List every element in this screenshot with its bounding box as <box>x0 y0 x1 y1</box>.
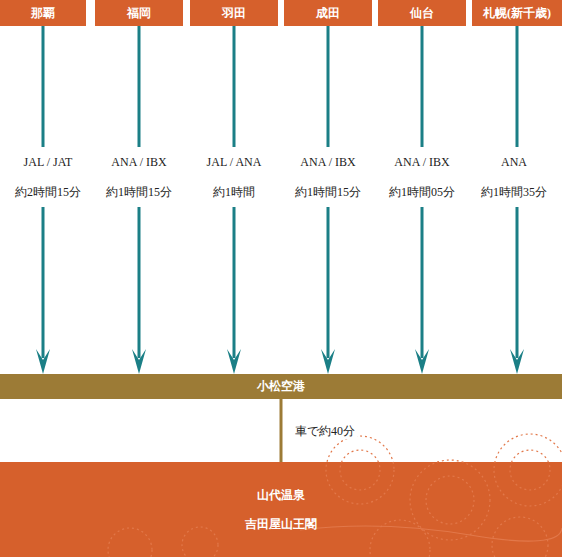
arrow-head <box>510 349 524 374</box>
edge-label: ANA / IBX 約1時間15分 <box>93 147 185 207</box>
arrow-head <box>321 349 335 374</box>
node-text: 羽田 <box>222 5 246 22</box>
node-text: 吉田屋山王閣 <box>245 516 317 533</box>
node-text: 成田 <box>316 5 340 22</box>
edge-label: ANA / IBX 約1時間15分 <box>282 147 374 207</box>
node-text: 那覇 <box>31 5 55 22</box>
arrow-head <box>227 349 241 374</box>
origin-tab: 成田 <box>284 0 372 26</box>
origin-tab: 札幌(新千歳) <box>472 0 562 26</box>
origin-tab: 仙台 <box>378 0 466 26</box>
hotel-panel-ground <box>0 462 562 557</box>
hotel-panel: 山代温泉吉田屋山王閣 <box>0 462 562 557</box>
node-text: 小松空港 <box>257 378 305 395</box>
connector <box>281 399 282 462</box>
node-text: 山代温泉 <box>257 487 305 504</box>
origin-tab: 福岡 <box>95 0 183 26</box>
edge-label: JAL / ANA 約1時間 <box>188 147 280 207</box>
origin-tab: 羽田 <box>190 0 278 26</box>
connector-line <box>280 399 283 462</box>
airport-band: 小松空港 <box>0 374 562 399</box>
node-text: 仙台 <box>410 5 434 22</box>
pine-pattern <box>108 434 562 557</box>
edge-label: 車で約40分 <box>293 423 357 439</box>
edge-label: ANA / IBX 約1時間05分 <box>376 147 468 207</box>
edge-label: JAL / JAT 約2時間15分 <box>2 147 94 207</box>
arrow-head <box>36 349 50 374</box>
node-text: 福岡 <box>127 5 151 22</box>
arrow-head <box>132 349 146 374</box>
arrow-head <box>415 349 429 374</box>
origin-tab: 那覇 <box>0 0 86 26</box>
node-text: 札幌(新千歳) <box>483 5 551 22</box>
edge-label: ANA 約1時間35分 <box>468 147 560 207</box>
